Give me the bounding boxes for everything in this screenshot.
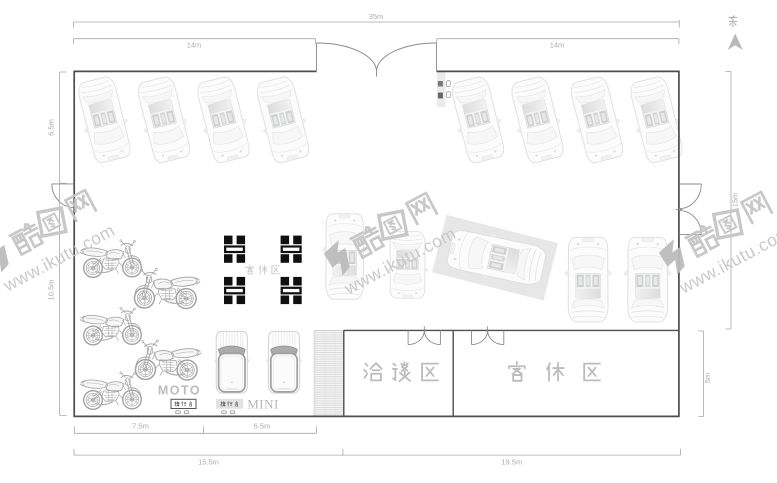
svg-text:19.5m: 19.5m xyxy=(501,458,522,467)
svg-text:35m: 35m xyxy=(369,12,384,21)
svg-text:MINI: MINI xyxy=(247,397,279,412)
svg-text:MOTO: MOTO xyxy=(158,383,201,397)
svg-text:5m: 5m xyxy=(703,373,712,383)
svg-text:7.5m: 7.5m xyxy=(132,421,149,430)
svg-text:15m: 15m xyxy=(731,193,740,208)
svg-text:15.5m: 15.5m xyxy=(198,458,219,467)
svg-text:14m: 14m xyxy=(550,41,565,50)
svg-text:6.5m: 6.5m xyxy=(254,421,271,430)
svg-text:6.5m: 6.5m xyxy=(47,119,56,136)
svg-text:14m: 14m xyxy=(187,41,202,50)
svg-text:10.5m: 10.5m xyxy=(47,280,56,301)
